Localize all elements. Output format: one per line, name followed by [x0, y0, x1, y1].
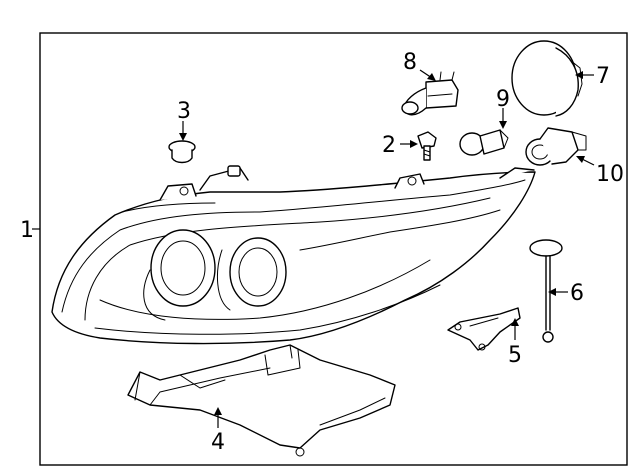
- callout-6: 6: [570, 281, 584, 306]
- part-small-bracket: [447, 307, 521, 351]
- callout-9: 9: [496, 87, 510, 112]
- part-bulb-socket: [525, 127, 587, 166]
- callout-7: 7: [596, 64, 610, 89]
- callout-4: 4: [211, 430, 225, 455]
- part-halogen-bulb: [401, 71, 459, 116]
- part-headlamp-assembly: [51, 165, 536, 345]
- callout-8: 8: [403, 50, 417, 75]
- diagram-frame: [39, 32, 628, 466]
- part-screw: [417, 131, 437, 161]
- part-cap-plug: [168, 140, 196, 164]
- part-lower-shield: [127, 344, 396, 457]
- part-cover-cap: [511, 40, 583, 117]
- callout-10: 10: [596, 162, 624, 187]
- callout-2: 2: [382, 133, 396, 158]
- callout-1: 1: [20, 218, 34, 243]
- part-adjuster: [529, 239, 563, 343]
- callout-5: 5: [508, 343, 522, 368]
- leader-lines: [32, 69, 595, 428]
- callout-3: 3: [177, 99, 191, 124]
- part-turn-bulb: [459, 129, 509, 156]
